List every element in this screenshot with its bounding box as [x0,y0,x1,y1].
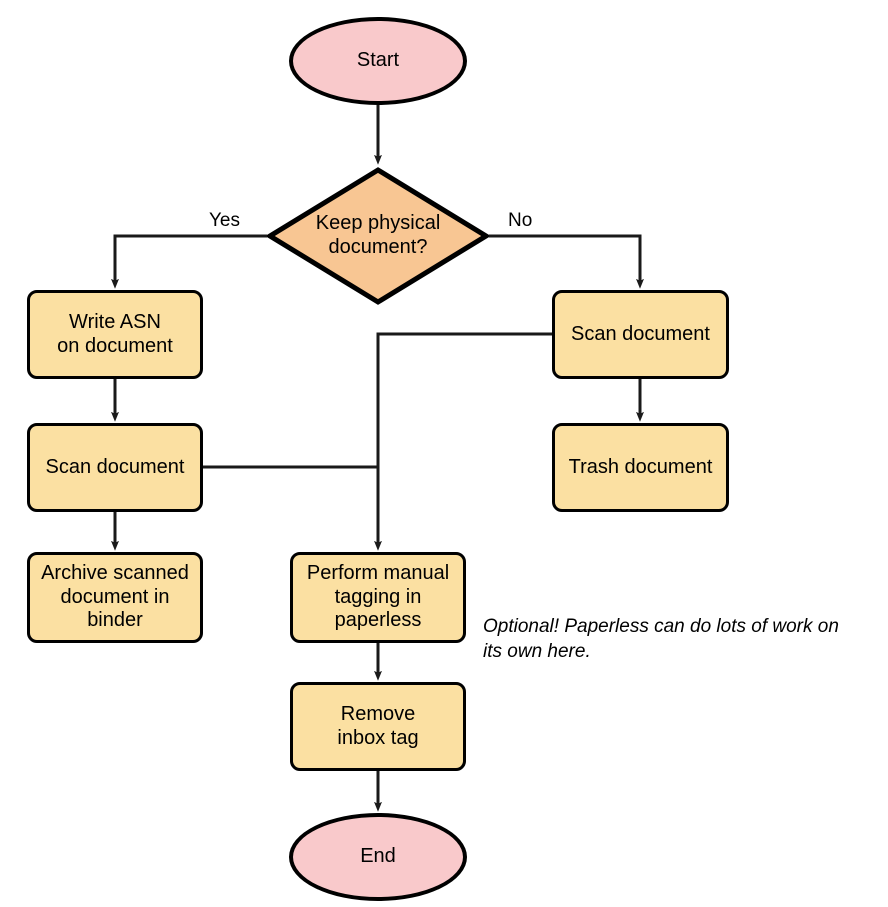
node-end-label: End [360,845,396,868]
node-tagging-label: Perform manual tagging in paperless [306,562,450,632]
node-scan-document-right-label: Scan document [571,322,710,345]
node-end[interactable]: End [289,813,467,901]
node-archive-scanned-document[interactable]: Archive scanned document in binder [27,552,203,643]
node-perform-manual-tagging[interactable]: Perform manual tagging in paperless [290,552,466,643]
diamond-shape [267,167,489,305]
node-trash-document-label: Trash document [568,455,713,478]
edge-scan-right-to-tagging [374,332,552,551]
node-scan-document-left[interactable]: Scan document [27,423,203,512]
node-scan-document-left-label: Scan document [45,455,185,478]
node-scan-document-right[interactable]: Scan document [552,290,729,379]
node-decision-keep-physical-document[interactable]: Keep physical document? [267,167,489,305]
edge-label-no: No [508,210,533,231]
node-write-asn-label: Write ASN on document [57,310,173,357]
node-trash-document[interactable]: Trash document [552,423,729,512]
edge-decision-yes-to-write-asn [111,234,267,289]
node-write-asn-on-document[interactable]: Write ASN on document [27,290,203,379]
annotation-optional-note: Optional! Paperless can do lots of work … [483,616,839,663]
edge-decision-no-to-scan-right [489,234,644,289]
edge-label-yes: Yes [209,210,240,231]
node-start[interactable]: Start [289,17,467,105]
node-archive-label: Archive scanned document in binder [41,562,189,632]
node-remove-inbox-tag[interactable]: Remove inbox tag [290,682,466,771]
node-start-label: Start [356,49,400,72]
node-remove-inbox-tag-label: Remove inbox tag [337,702,419,749]
